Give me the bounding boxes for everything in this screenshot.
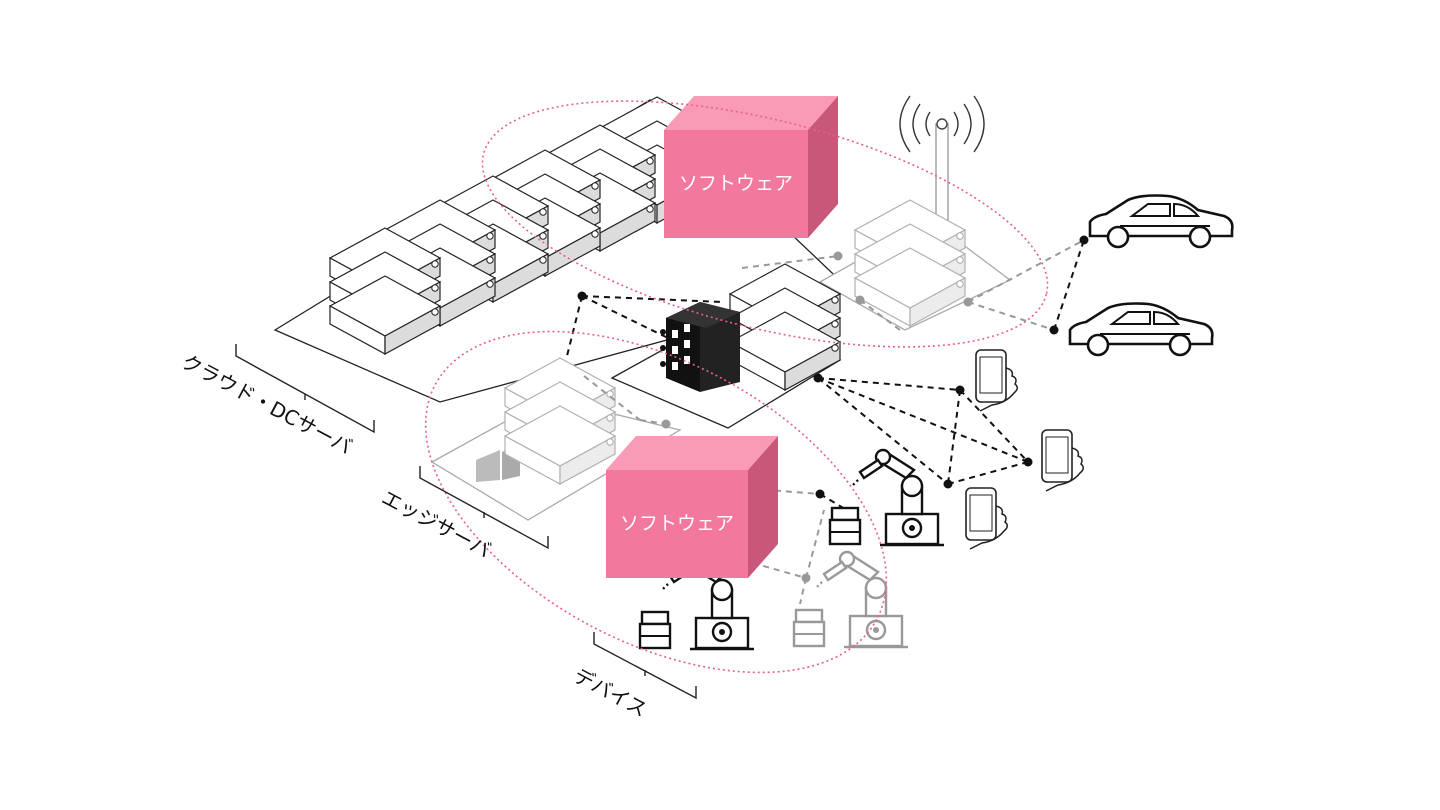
smartphone-icon (965, 487, 1009, 550)
smartphone-icon (1041, 429, 1085, 492)
office-building-icon (660, 302, 740, 392)
edge-server-label: エッジサーバ (378, 485, 495, 562)
robot-arm-icon (792, 550, 910, 649)
network-links (565, 235, 1089, 605)
cloud-dc-server-label: クラウド・DCサーバ (178, 349, 356, 459)
edge-bracket (419, 466, 549, 550)
robot-arm-icon (828, 448, 946, 547)
software-label: ソフトウェア (620, 513, 734, 535)
software-block-edge: ソフトウェア (606, 436, 778, 578)
car-icon (1068, 302, 1214, 357)
device-bracket (593, 632, 697, 700)
car-icon (1088, 194, 1234, 249)
smartphone-icon (975, 349, 1019, 412)
grouping-ellipse (481, 100, 1049, 348)
software-label: ソフトウェア (679, 173, 793, 195)
cloud-bracket (235, 344, 375, 434)
software-block-cloud: ソフトウェア (664, 96, 838, 238)
device-label: デバイス (570, 663, 651, 721)
grouping-ellipse (424, 330, 888, 674)
antenna-icon (899, 95, 985, 225)
